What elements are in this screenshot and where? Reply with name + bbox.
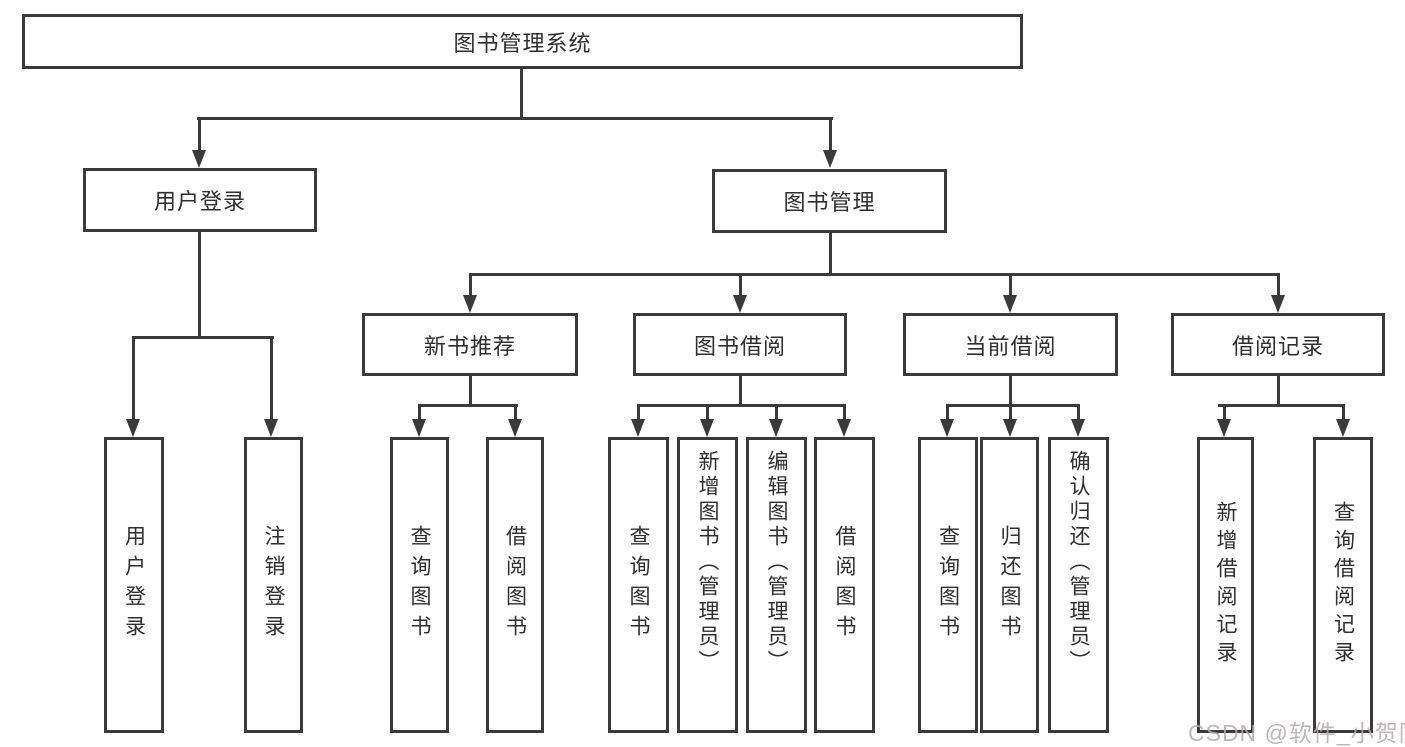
arrow-to-bb-add [699, 404, 715, 437]
connector-new-books-bar [417, 404, 518, 407]
leaf-br-query-record-label: 查询借阅记录 [1331, 501, 1355, 669]
leaf-bb-borrow-books-label: 借阅图书 [833, 525, 856, 645]
leaf-cb-return-books-label: 归还图书 [998, 525, 1021, 645]
leaf-bb-add-books-admin: 新增图书（管理员） [677, 437, 738, 733]
node-user-login: 用户登录 [83, 168, 317, 232]
connector-borrow-records-bar [1217, 404, 1344, 407]
leaf-nb-query-books: 查询图书 [390, 437, 449, 733]
arrow-to-book-borrow [732, 273, 748, 313]
arrow-to-book-mgmt [822, 117, 838, 168]
node-user-login-label: 用户登录 [153, 189, 246, 214]
leaf-nb-borrow-books: 借阅图书 [486, 437, 544, 733]
connector-new-books-stem [468, 376, 472, 406]
arrow-to-new-books [462, 273, 478, 313]
node-book-mgmt-label: 图书管理 [783, 190, 876, 215]
connector-level3-bar [468, 273, 1280, 276]
connector-current-borrow-stem [1008, 376, 1012, 406]
node-borrow-records-label: 借阅记录 [1231, 333, 1324, 359]
leaf-bb-add-books-admin-label: 新增图书（管理员） [696, 450, 719, 675]
connector-book-borrow-stem [738, 376, 742, 406]
node-new-books: 新书推荐 [362, 313, 578, 376]
arrow-to-nb-borrow [507, 404, 523, 437]
leaf-cb-confirm-return-admin: 确认归还（管理员） [1048, 437, 1109, 733]
node-book-mgmt: 图书管理 [712, 169, 947, 233]
leaf-logout-label: 注销登录 [262, 525, 285, 645]
arrow-to-bb-borrow [836, 404, 852, 437]
leaf-br-query-record: 查询借阅记录 [1313, 437, 1373, 733]
node-book-borrow-label: 图书借阅 [693, 333, 786, 359]
arrow-to-current-borrow [1002, 273, 1018, 313]
leaf-nb-query-books-label: 查询图书 [408, 525, 431, 645]
connector-current-borrow-bar [945, 404, 1080, 407]
node-book-borrow: 图书借阅 [633, 313, 847, 376]
leaf-cb-query-books-label: 查询图书 [936, 525, 960, 645]
arrow-to-nb-query [411, 404, 427, 437]
leaf-br-add-record-label: 新增借阅记录 [1214, 501, 1237, 669]
arrow-to-borrow-records [1270, 273, 1286, 313]
leaf-logout: 注销登录 [244, 437, 303, 733]
node-root-library-management-system: 图书管理系统 [22, 14, 1023, 69]
arrow-to-bb-query [630, 404, 646, 437]
leaf-cb-return-books: 归还图书 [980, 437, 1039, 733]
leaf-bb-query-books: 查询图书 [608, 437, 669, 733]
node-current-borrow: 当前借阅 [903, 313, 1118, 376]
connector-user-login-stem [197, 232, 201, 338]
leaf-bb-edit-books-admin: 编辑图书（管理员） [746, 437, 807, 733]
node-current-borrow-label: 当前借阅 [964, 333, 1057, 359]
leaf-user-login-label: 用户登录 [122, 525, 146, 645]
node-borrow-records: 借阅记录 [1171, 313, 1385, 376]
arrow-to-bb-edit [768, 404, 784, 437]
arrow-to-cb-query [939, 404, 955, 437]
arrow-to-leaf-logout [264, 336, 279, 437]
connector-level1-bar [197, 117, 833, 120]
node-new-books-label: 新书推荐 [423, 333, 516, 359]
leaf-bb-edit-books-admin-label: 编辑图书（管理员） [765, 450, 788, 675]
connector-user-login-bar [132, 336, 274, 339]
leaf-cb-query-books: 查询图书 [918, 437, 978, 733]
connector-book-mgmt-stem [828, 233, 832, 275]
leaf-br-add-record: 新增借阅记录 [1197, 437, 1254, 733]
leaf-nb-borrow-books-label: 借阅图书 [503, 525, 527, 645]
leaf-bb-borrow-books: 借阅图书 [814, 437, 875, 733]
leaf-user-login: 用户登录 [104, 437, 164, 733]
node-root-label: 图书管理系统 [453, 30, 592, 56]
connector-borrow-records-stem [1276, 376, 1280, 406]
csdn-watermark: CSDN @软件_小贺同学 [1188, 720, 1405, 746]
leaf-cb-confirm-return-admin-label: 确认归还（管理员） [1067, 450, 1090, 675]
leaf-bb-query-books-label: 查询图书 [627, 525, 650, 645]
connector-root-stem [520, 69, 523, 117]
arrow-to-cb-return [1002, 404, 1018, 437]
connector-book-borrow-bar [636, 404, 846, 407]
arrow-to-user-login [191, 117, 207, 168]
arrow-to-br-query [1335, 404, 1351, 437]
arrow-to-br-add [1216, 404, 1232, 437]
arrow-to-cb-confirm [1070, 404, 1086, 437]
arrow-to-leaf-user-login [126, 336, 141, 437]
